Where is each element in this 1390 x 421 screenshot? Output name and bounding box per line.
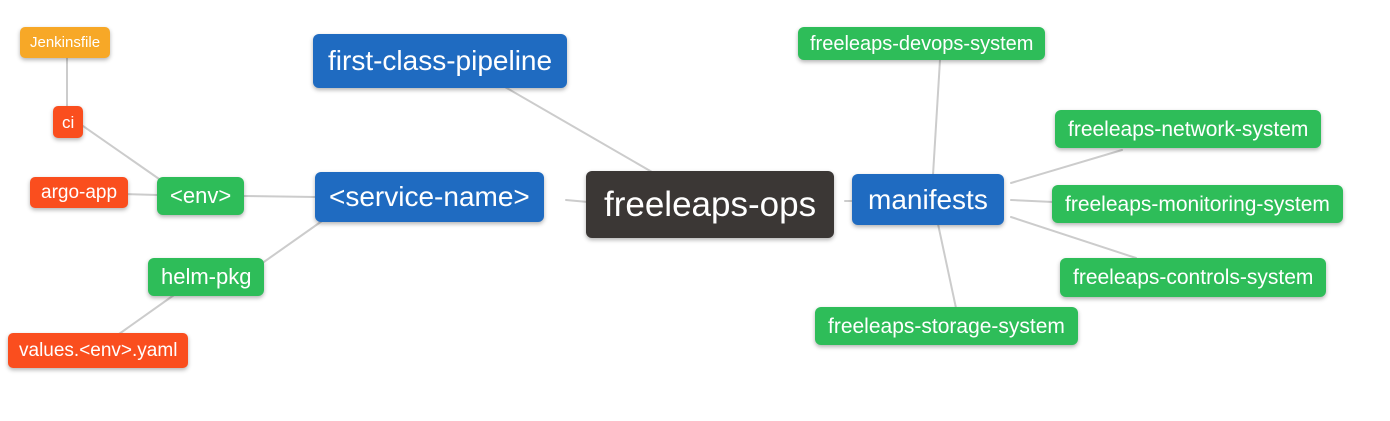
edge-pipeline-ops	[504, 86, 653, 173]
node-freeleaps-storage-system[interactable]: freeleaps-storage-system	[815, 307, 1078, 345]
node-freeleaps-devops-system[interactable]: freeleaps-devops-system	[798, 27, 1046, 60]
edge-manifests-devops	[932, 59, 941, 176]
edge-servicename-helmpkg	[260, 220, 323, 265]
node-service-name[interactable]: <service-name>	[315, 172, 544, 222]
edge-manifests-network	[1010, 149, 1123, 184]
edge-servicename-ops	[565, 199, 589, 203]
node-jenkinsfile[interactable]: Jenkinsfile	[20, 27, 111, 58]
node-freeleaps-controls-system[interactable]: freeleaps-controls-system	[1060, 258, 1327, 297]
node-env[interactable]: <env>	[157, 177, 245, 215]
edge-env-servicename	[242, 195, 317, 198]
node-manifests[interactable]: manifests	[852, 174, 1004, 225]
edge-manifests-monitoring	[1010, 199, 1054, 203]
node-values-env-yaml[interactable]: values.<env>.yaml	[8, 333, 189, 368]
edge-ci-env	[82, 125, 163, 182]
node-first-class-pipeline[interactable]: first-class-pipeline	[313, 34, 568, 88]
node-freeleaps-monitoring-system[interactable]: freeleaps-monitoring-system	[1052, 185, 1343, 223]
node-argo-app[interactable]: argo-app	[30, 177, 129, 208]
node-helm-pkg[interactable]: helm-pkg	[148, 258, 265, 296]
node-freeleaps-ops-root[interactable]: freeleaps-ops	[586, 171, 835, 238]
edge-manifests-controls	[1010, 216, 1137, 259]
edge-manifests-storage	[937, 223, 957, 309]
edge-helmpkg-values	[118, 294, 175, 335]
node-ci[interactable]: ci	[53, 106, 84, 138]
node-freeleaps-network-system[interactable]: freeleaps-network-system	[1055, 110, 1322, 148]
